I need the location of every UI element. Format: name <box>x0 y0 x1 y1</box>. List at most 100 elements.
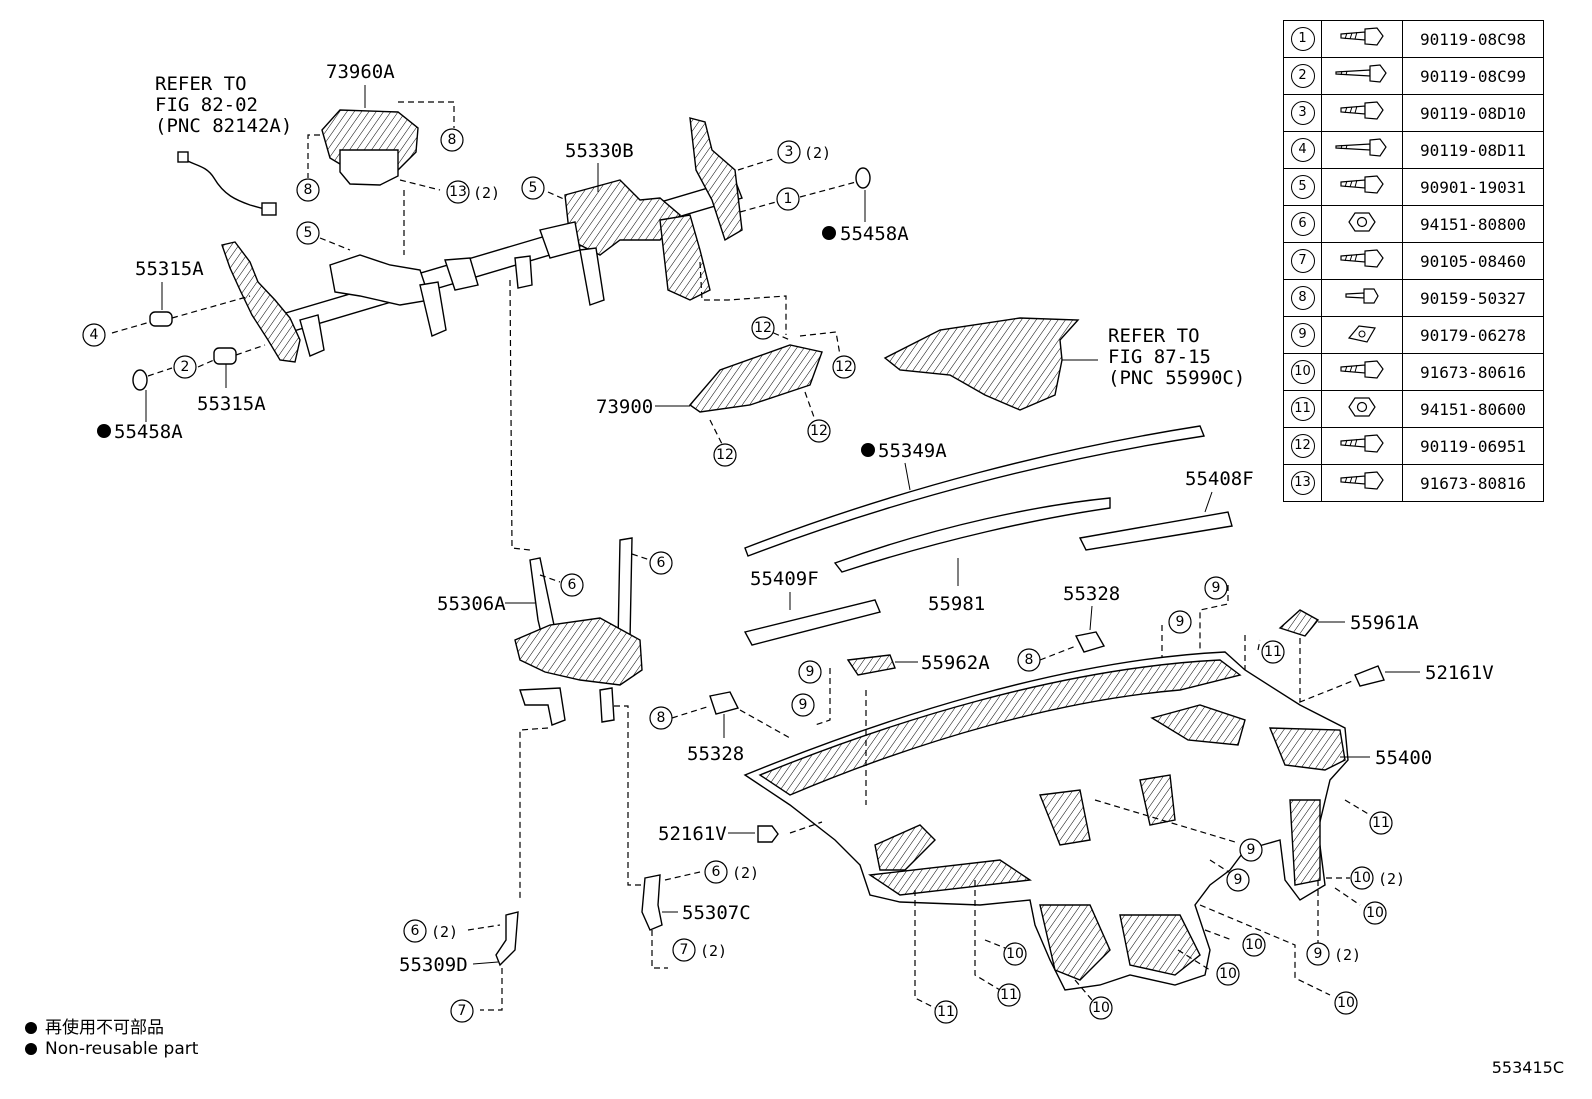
fastener-number: 7 <box>1290 249 1315 273</box>
svg-text:8: 8 <box>1025 652 1034 668</box>
label-55349A: 55349A <box>878 440 947 462</box>
fastener-part-number: 91673-80816 <box>1420 473 1526 493</box>
label-73900: 73900 <box>596 396 653 418</box>
svg-text:12: 12 <box>810 423 828 439</box>
fastener-number: 2 <box>1290 64 1315 88</box>
fastener-number: 8 <box>1290 286 1315 310</box>
label-55409F: 55409F <box>750 568 819 590</box>
svg-text:11: 11 <box>1000 987 1018 1003</box>
svg-text:5: 5 <box>529 180 538 196</box>
fastener-part-number: 90119-08C99 <box>1420 66 1526 86</box>
left-bracket <box>221 241 325 363</box>
svg-text:9: 9 <box>1314 946 1323 962</box>
svg-text:8: 8 <box>448 132 457 148</box>
label-52161V-right: 52161V <box>1425 662 1494 684</box>
long-bolt-icon <box>1334 138 1390 165</box>
fastener-number: 11 <box>1290 397 1315 421</box>
part-52161V-right <box>1354 665 1385 687</box>
label-55962A: 55962A <box>921 652 990 674</box>
callout-circles: 8 8 13 (2) 5 5 3 (2) 1 4 2 12 12 12 12 6… <box>82 128 1405 1024</box>
svg-text:11: 11 <box>937 1004 955 1020</box>
part-55307C <box>641 874 663 931</box>
svg-text:10: 10 <box>1337 995 1355 1011</box>
legend-en-text: Non-reusable part <box>45 1039 199 1059</box>
svg-text:(2): (2) <box>700 942 727 960</box>
fastener-number: 9 <box>1290 323 1315 347</box>
svg-text:10: 10 <box>1366 905 1384 921</box>
label-55315A-bottom: 55315A <box>197 393 266 415</box>
svg-text:9: 9 <box>1247 842 1256 858</box>
svg-text:2: 2 <box>181 359 190 375</box>
part-55458A-left <box>132 369 148 391</box>
svg-text:(2): (2) <box>431 923 458 941</box>
fastener-part-number: 91673-80616 <box>1420 362 1526 382</box>
refer-text-1a: REFER TO <box>155 73 247 95</box>
legend-line-jp: 再使用不可部品 <box>25 1013 164 1038</box>
part-55961A <box>1278 609 1320 637</box>
svg-text:(2): (2) <box>804 144 831 162</box>
fastener-part-number: 90179-06278 <box>1420 325 1526 345</box>
svg-text:(2): (2) <box>1334 946 1361 964</box>
legend-line-en: Non-reusable part <box>25 1039 198 1059</box>
bolt-icon <box>1337 249 1387 276</box>
svg-text:8: 8 <box>304 182 313 198</box>
fastener-number: 6 <box>1290 212 1315 236</box>
svg-text:6: 6 <box>568 577 577 593</box>
long-bolt-icon <box>1334 64 1390 91</box>
svg-text:10: 10 <box>1006 946 1024 962</box>
svg-text:6: 6 <box>712 864 721 880</box>
fastener-row: 8 90159-50327 <box>1283 279 1544 317</box>
svg-text:11: 11 <box>1264 644 1282 660</box>
refer-text-2b: FIG 87-15 <box>1108 346 1211 368</box>
label-55458A-right: 55458A <box>840 223 909 245</box>
nut-icon <box>1347 212 1377 239</box>
screw-icon <box>1342 288 1382 313</box>
part-55330B <box>261 117 743 339</box>
bolt-icon <box>1337 27 1387 54</box>
svg-text:9: 9 <box>806 664 815 680</box>
fastener-row: 2 90119-08C99 <box>1283 57 1544 95</box>
fastener-number: 4 <box>1290 138 1315 162</box>
svg-text:3: 3 <box>785 144 794 160</box>
refer-text-1b: FIG 82-02 <box>155 94 258 116</box>
label-55315A-top: 55315A <box>135 258 204 280</box>
fastener-part-number: 90119-08C98 <box>1420 29 1526 49</box>
fastener-part-number: 90159-50327 <box>1420 288 1526 308</box>
bolt-icon <box>1337 434 1387 461</box>
label-55400: 55400 <box>1375 747 1432 769</box>
part-73900 <box>688 344 823 413</box>
fastener-part-number: 90119-08D10 <box>1420 103 1526 123</box>
label-55328-right: 55328 <box>1063 583 1120 605</box>
part-55981 <box>833 497 1111 573</box>
part-55309D <box>495 911 519 967</box>
svg-text:12: 12 <box>754 320 772 336</box>
label-55981: 55981 <box>928 593 985 615</box>
refer-text-1c: (PNC 82142A) <box>155 115 292 137</box>
svg-text:7: 7 <box>680 942 689 958</box>
label-73960A: 73960A <box>326 61 395 83</box>
svg-text:10: 10 <box>1092 1000 1110 1016</box>
part-55315A-top <box>149 311 173 327</box>
label-55309D: 55309D <box>399 954 468 976</box>
svg-text:9: 9 <box>799 697 808 713</box>
fastener-number: 3 <box>1290 101 1315 125</box>
wire-harness <box>177 151 277 216</box>
bolt-icon <box>1337 101 1387 128</box>
label-55330B: 55330B <box>565 140 634 162</box>
svg-text:9: 9 <box>1176 614 1185 630</box>
svg-text:(2): (2) <box>1378 870 1405 888</box>
part-55306A <box>514 537 643 726</box>
refer-text-2a: REFER TO <box>1108 325 1200 347</box>
svg-text:9: 9 <box>1212 580 1221 596</box>
fastener-number: 1 <box>1290 27 1315 51</box>
figure-code: 553415C <box>1491 1058 1564 1077</box>
svg-text:10: 10 <box>1245 937 1263 953</box>
fastener-row: 1 90119-08C98 <box>1283 20 1544 58</box>
nut-icon <box>1347 397 1377 424</box>
